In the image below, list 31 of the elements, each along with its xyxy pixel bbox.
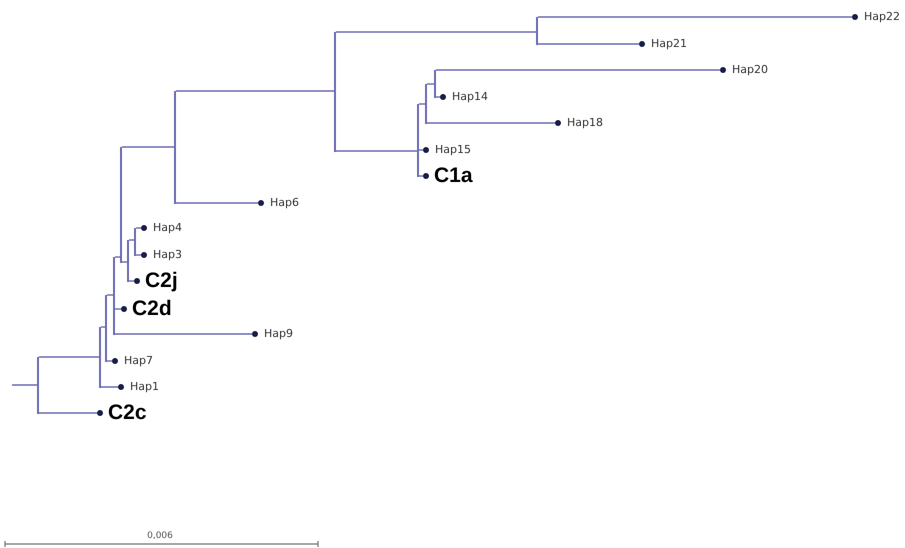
haplotype-label: Hap9 — [264, 327, 293, 341]
haplotype-label: Hap18 — [567, 116, 603, 130]
haplotype-label: Hap4 — [153, 221, 182, 235]
haplotype-label: Hap6 — [270, 196, 299, 210]
haplotype-label: C2j — [145, 269, 178, 293]
tree-branch — [12, 384, 37, 386]
haplotype-label: Hap14 — [452, 90, 488, 104]
tree-branch — [336, 31, 536, 33]
tree-branch — [176, 202, 258, 204]
tree-branch — [115, 333, 252, 335]
tree-branch — [39, 412, 97, 414]
tree-branch — [427, 122, 555, 124]
haplotype-label: C1a — [434, 164, 473, 188]
tree-branch — [538, 43, 639, 45]
tree-branch — [336, 150, 417, 152]
tree-branch — [436, 69, 720, 71]
tree-branch — [39, 356, 99, 358]
haplotype-label: Hap3 — [153, 248, 182, 262]
haplotype-label: Hap20 — [732, 63, 768, 77]
haplotype-label: Hap7 — [124, 354, 153, 368]
haplotype-label: Hap15 — [435, 143, 471, 157]
haplotype-label: Hap1 — [130, 380, 159, 394]
tree-branch — [101, 386, 118, 388]
scale-label: 0,006 — [146, 531, 174, 541]
tree-branch — [538, 16, 852, 18]
haplotype-label: C2c — [108, 401, 147, 425]
tree-branch — [176, 90, 334, 92]
haplotype-label: Hap22 — [864, 10, 900, 24]
haplotype-label: Hap21 — [651, 37, 687, 51]
tree-branch — [122, 146, 174, 148]
haplotype-label: C2d — [132, 297, 172, 321]
